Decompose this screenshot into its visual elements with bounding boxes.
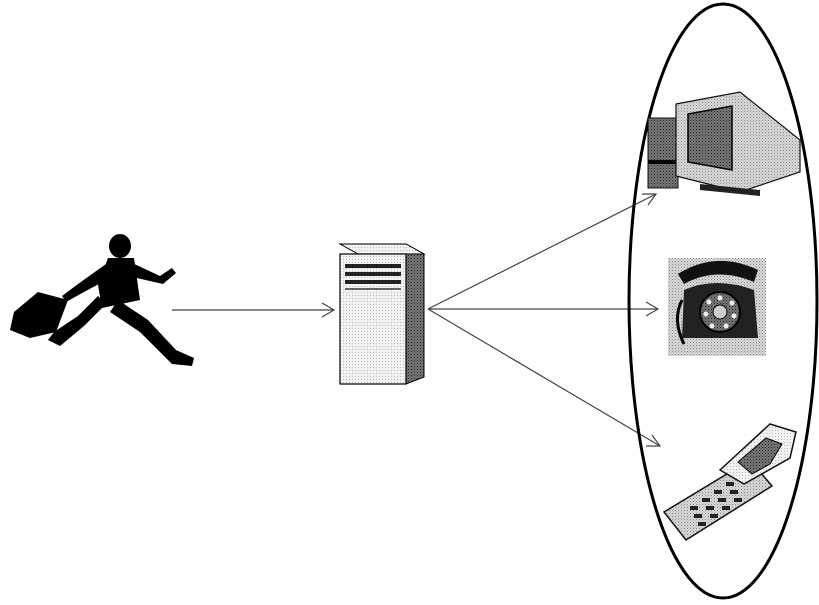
running-businessman-icon	[10, 234, 194, 366]
desktop-computer-icon	[647, 91, 801, 196]
arrow-hub-to-mobile	[427, 308, 662, 447]
arrow-hub-to-desktop	[427, 193, 658, 310]
device-group-ellipse	[627, 2, 819, 600]
arrow-hub-to-telephone	[428, 301, 660, 317]
arrow-source-to-hub	[172, 302, 336, 318]
server-tower-icon	[338, 243, 426, 385]
rotary-telephone-icon	[668, 258, 766, 356]
flip-mobile-phone-icon	[662, 423, 797, 541]
